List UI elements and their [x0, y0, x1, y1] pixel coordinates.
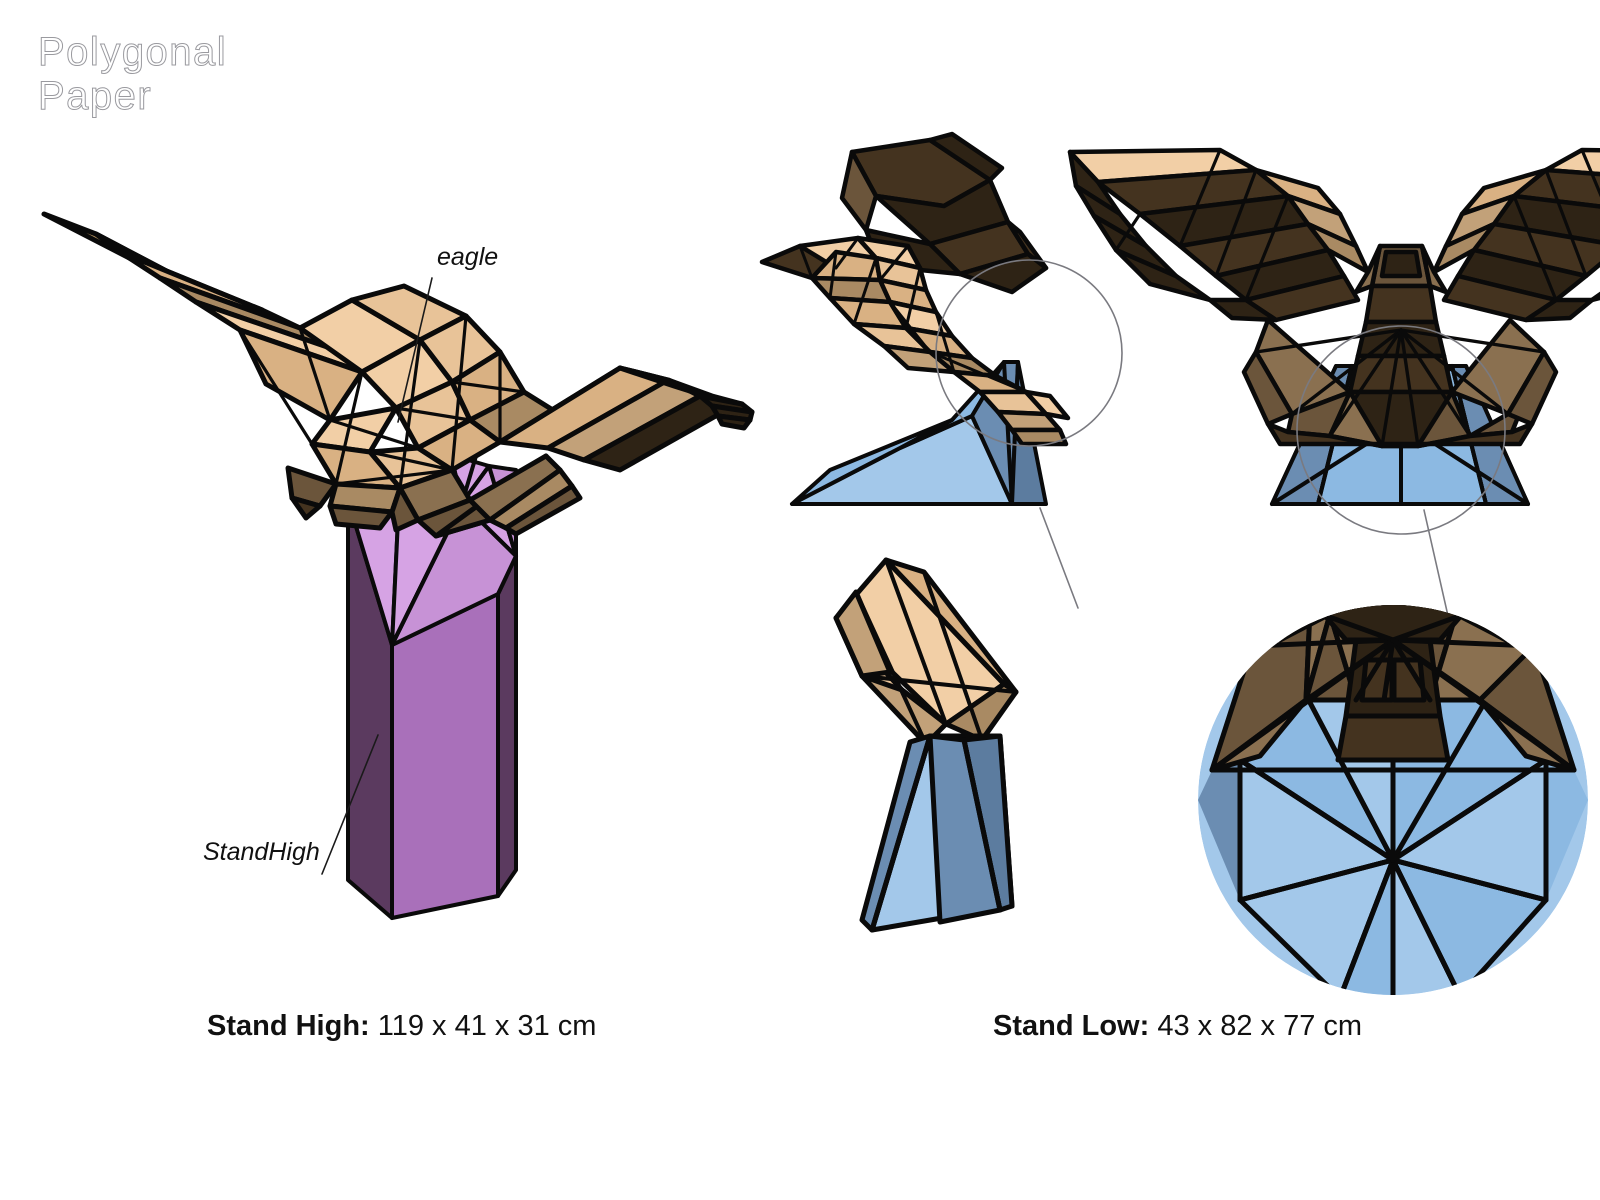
- figure-eagle-stand-high: [41, 211, 755, 920]
- figure-eagle-stand-low-front: [1067, 147, 1600, 661]
- caption-stand-high-dims: 119 x 41 x 31 cm: [377, 1010, 597, 1042]
- callout-label-eagle: eagle: [437, 243, 499, 271]
- callout-label-stand-high: StandHigh: [203, 838, 320, 866]
- eagle-low-front-body: [1067, 147, 1600, 449]
- eagle-high-body: [41, 211, 755, 539]
- figure-eagle-stand-low-side: [759, 131, 1123, 609]
- callout-circle-front: [1296, 325, 1506, 535]
- figure-detail-front-circle: [1198, 605, 1588, 995]
- caption-stand-low: Stand Low: 43 x 82 x 77 cm: [993, 1008, 1362, 1044]
- callout-circle-side: [935, 259, 1123, 447]
- leader-line-stand-high: [321, 734, 379, 875]
- leader-line-eagle: [397, 277, 433, 423]
- caption-stand-low-dims: 43 x 82 x 77 cm: [1157, 1010, 1363, 1042]
- figure-detail-side-joint: [833, 557, 1019, 933]
- leader-line-detail-side: [1039, 507, 1079, 609]
- brand-logo-line-1: Polygonal: [38, 30, 228, 75]
- caption-stand-high: Stand High: 119 x 41 x 31 cm: [207, 1008, 596, 1044]
- brand-logo: Polygonal Paper: [38, 30, 338, 140]
- eagle-low-side-body: [759, 131, 1071, 447]
- brand-logo-line-2: Paper: [38, 74, 153, 119]
- caption-stand-high-name: Stand High:: [207, 1010, 370, 1042]
- caption-stand-low-name: Stand Low:: [993, 1010, 1150, 1042]
